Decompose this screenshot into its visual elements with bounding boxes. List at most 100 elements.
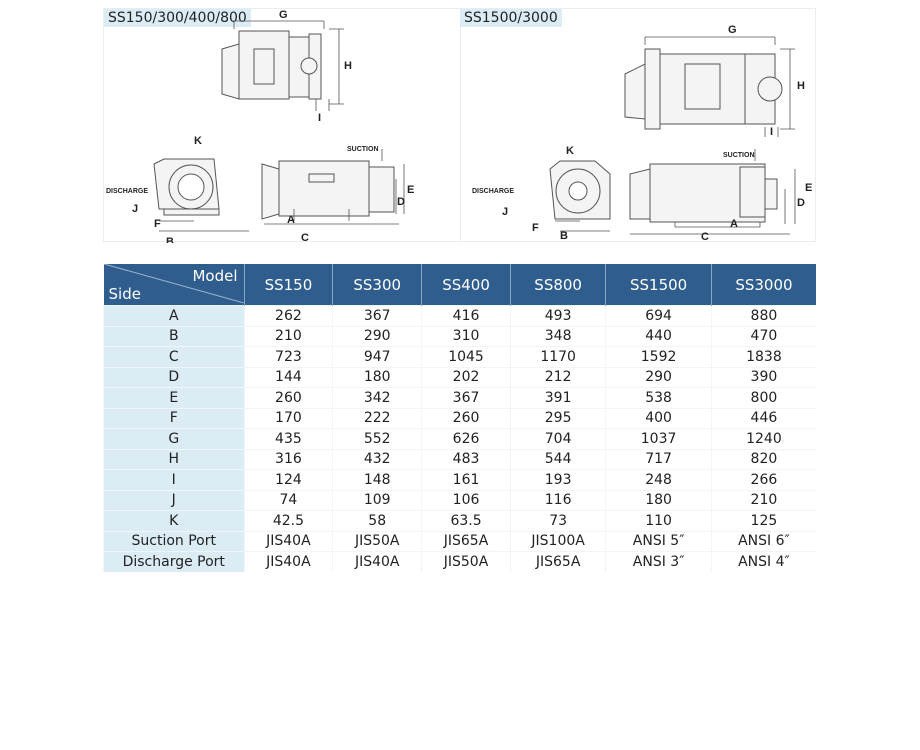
dim-label-c: C: [701, 231, 709, 243]
table-cell: 400: [605, 407, 712, 429]
dim-label-d: D: [397, 196, 405, 208]
table-cell: 552: [332, 428, 422, 449]
dimension-table: Model Side SS150 SS300 SS400 SS800 SS150…: [103, 264, 816, 572]
dim-label-g: G: [279, 9, 288, 21]
row-header: G: [103, 428, 244, 449]
table-cell: 1045: [421, 346, 511, 367]
table-cell: 483: [421, 448, 511, 470]
column-header: SS150: [243, 264, 333, 306]
table-cell: 538: [605, 387, 712, 408]
row-header: H: [103, 448, 244, 470]
dim-label-f: F: [154, 218, 161, 230]
table-cell: JIS65A: [421, 530, 511, 552]
table-cell: 416: [421, 305, 511, 326]
table-cell: 723: [243, 346, 333, 367]
pump-drawing: G H I K SUCTION DISCHARGE J F B A C D E: [472, 24, 812, 243]
table-cell: ANSI 6″: [710, 530, 816, 552]
table-cell: JIS100A: [509, 530, 606, 552]
dim-label-i: I: [318, 112, 321, 124]
row-header: B: [103, 325, 244, 347]
column-header: SS400: [421, 264, 511, 306]
table-cell: 704: [509, 428, 606, 449]
table-cell: 694: [605, 305, 712, 326]
table-cell: 626: [421, 428, 511, 449]
drawing-title: SS150/300/400/800: [104, 9, 251, 27]
table-cell: 180: [605, 489, 712, 511]
column-header: SS800: [509, 264, 606, 306]
table-cell: 260: [421, 407, 511, 429]
dim-label-f: F: [532, 222, 539, 234]
table-cell: 295: [509, 407, 606, 429]
table-cell: 63.5: [421, 510, 511, 531]
suction-label: SUCTION: [347, 146, 379, 153]
suction-label: SUCTION: [723, 152, 755, 159]
table-cell: 260: [243, 387, 333, 408]
table-cell: 1240: [710, 428, 816, 449]
dim-label-e: E: [805, 182, 812, 194]
dimension-drawings: SS150/300/400/800: [103, 8, 816, 243]
table-cell: 144: [243, 366, 333, 388]
dim-label-j: J: [132, 203, 138, 215]
table-cell: 110: [605, 510, 712, 531]
table-cell: JIS40A: [243, 551, 333, 572]
dim-label-h: H: [344, 60, 352, 72]
table-cell: 493: [509, 305, 606, 326]
table-cell: 316: [243, 448, 333, 470]
table-cell: 210: [243, 325, 333, 347]
table-cell: 800: [710, 387, 816, 408]
table-cell: JIS50A: [421, 551, 511, 572]
column-header: SS3000: [710, 264, 816, 306]
row-header: Suction Port: [103, 530, 244, 552]
row-header: K: [103, 510, 244, 531]
dim-label-h: H: [797, 80, 805, 92]
table-cell: 440: [605, 325, 712, 347]
table-cell: 342: [332, 387, 422, 408]
row-header: A: [103, 305, 244, 326]
table-cell: 1592: [605, 346, 712, 367]
table-cell: 544: [509, 448, 606, 470]
table-cell: 109: [332, 489, 422, 511]
table-cell: 391: [509, 387, 606, 408]
table-cell: 446: [710, 407, 816, 429]
dim-label-g: G: [728, 24, 737, 36]
table-cell: 73: [509, 510, 606, 531]
table-cell: 74: [243, 489, 333, 511]
dim-label-k: K: [194, 135, 202, 147]
table-cell: 212: [509, 366, 606, 388]
table-cell: 161: [421, 469, 511, 490]
table-cell: 880: [710, 305, 816, 326]
table-cell: 180: [332, 366, 422, 388]
table-cell: ANSI 5″: [605, 530, 712, 552]
table-cell: JIS50A: [332, 530, 422, 552]
column-header: SS300: [332, 264, 422, 306]
dim-label-e: E: [407, 184, 414, 196]
table-cell: 1838: [710, 346, 816, 367]
table-header-row: Model Side SS150 SS300 SS400 SS800 SS150…: [103, 264, 816, 306]
row-header: E: [103, 387, 244, 408]
dim-label-b: B: [560, 230, 568, 242]
model-label: Model: [192, 267, 238, 285]
table-cell: 170: [243, 407, 333, 429]
table-cell: 248: [605, 469, 712, 490]
dim-label-a: A: [287, 214, 295, 226]
table-cell: 116: [509, 489, 606, 511]
row-header: C: [103, 346, 244, 367]
dim-label-a: A: [730, 218, 738, 230]
row-header: J: [103, 489, 244, 511]
discharge-label: DISCHARGE: [106, 188, 148, 195]
pump-drawing: G H I K SUCTION DISCHARGE J F B A C D E: [106, 9, 414, 243]
diagonal-divider: [103, 264, 244, 303]
column-header: SS1500: [605, 264, 712, 306]
dim-label-k: K: [566, 145, 574, 157]
table-cell: 1170: [509, 346, 606, 367]
